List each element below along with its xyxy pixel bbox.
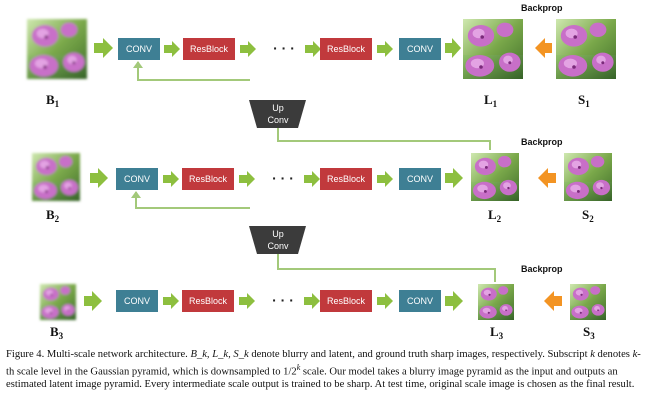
label-l2: L2 (488, 207, 502, 224)
arrow-green (304, 171, 320, 187)
resblock-label: ResBlock (327, 174, 366, 184)
arrow-orange (544, 291, 562, 311)
latent-image-l2 (471, 153, 519, 201)
arrow-green (94, 38, 113, 58)
blurry-image-b1 (27, 19, 87, 79)
label-b3: B3 (50, 324, 64, 341)
resblock-label: ResBlock (189, 174, 228, 184)
conv-block-3a (116, 290, 158, 312)
resblock-label: ResBlock (327, 44, 366, 54)
ellipsis: · · · (272, 292, 294, 308)
conv-block-1a (118, 38, 160, 60)
conv-block-1b (399, 38, 441, 60)
label-s2: S2 (582, 207, 594, 224)
upconv-block-2 (249, 226, 306, 254)
row-2: B2 CONV ResBlock · · · ResBlock CONV L2 … (32, 137, 612, 224)
label-b1: B1 (46, 92, 60, 109)
upconv-1-connector (133, 61, 491, 150)
upconv-label: Conv (267, 115, 289, 125)
resblock-label: ResBlock (327, 296, 366, 306)
resblock-2b (320, 168, 372, 190)
upconv-label: Conv (267, 241, 289, 251)
upconv-block-1 (249, 100, 306, 128)
label-s3: S3 (583, 324, 595, 341)
upconv-label: Up (272, 229, 284, 239)
blurry-image-b2 (32, 153, 80, 201)
backprop-label-3: Backprop (521, 264, 563, 274)
latent-image-l1 (463, 19, 523, 79)
ellipsis: · · · (273, 40, 295, 56)
conv-block-2a (116, 168, 158, 190)
arrow-green (445, 38, 461, 58)
arrow-green (90, 168, 108, 188)
conv-block-2b (399, 168, 441, 190)
conv-label: CONV (124, 296, 150, 306)
label-b2: B2 (46, 207, 60, 224)
figure-caption: Figure 4. Multi-scale network architectu… (6, 349, 641, 390)
arrow-green (163, 293, 179, 309)
arrow-green (239, 171, 255, 187)
conv-label: CONV (407, 174, 433, 184)
caption-vars: B_k, L_k, S_k (190, 349, 249, 360)
arrow-green (240, 41, 256, 57)
arrow-green (84, 291, 102, 311)
resblock-1b (320, 38, 372, 60)
row-3: B3 CONV ResBlock · · · ResBlock CONV L3 … (40, 264, 606, 341)
arrow-green (163, 171, 179, 187)
arrow-orange (535, 38, 552, 58)
arrow-green (164, 41, 180, 57)
resblock-label: ResBlock (189, 296, 228, 306)
upconv-2-connector (131, 191, 496, 282)
multi-scale-network-diagram: B1 CONV ResBlock · · · ResBlock CONV L1 … (27, 3, 616, 341)
blurry-image-b3 (40, 284, 76, 320)
backprop-label-1: Backprop (521, 3, 563, 13)
conv-label: CONV (124, 174, 150, 184)
arrow-green (304, 293, 320, 309)
arrow-green (445, 291, 463, 311)
arrow-green (305, 41, 321, 57)
resblock-3a (182, 290, 234, 312)
resblock-3b (320, 290, 372, 312)
conv-label: CONV (126, 44, 152, 54)
arrow-green (445, 168, 463, 188)
resblock-label: ResBlock (190, 44, 229, 54)
upconv-label: Up (272, 103, 284, 113)
arrow-green (377, 293, 393, 309)
sharp-image-s2 (564, 153, 612, 201)
backprop-label-2: Backprop (521, 137, 563, 147)
conv-label: CONV (407, 296, 433, 306)
arrow-green (239, 293, 255, 309)
sharp-image-s3 (570, 284, 606, 320)
arrow-orange (538, 168, 556, 188)
resblock-1a (183, 38, 235, 60)
label-l1: L1 (484, 92, 498, 109)
latent-image-l3 (478, 284, 514, 320)
resblock-2a (182, 168, 234, 190)
arrow-green (377, 171, 393, 187)
row-1: B1 CONV ResBlock · · · ResBlock CONV L1 … (27, 3, 616, 109)
sharp-image-s1 (556, 19, 616, 79)
conv-label: CONV (407, 44, 433, 54)
conv-block-3b (399, 290, 441, 312)
label-s1: S1 (578, 92, 590, 109)
ellipsis: · · · (272, 170, 294, 186)
arrow-green (377, 41, 393, 57)
label-l3: L3 (490, 324, 504, 341)
